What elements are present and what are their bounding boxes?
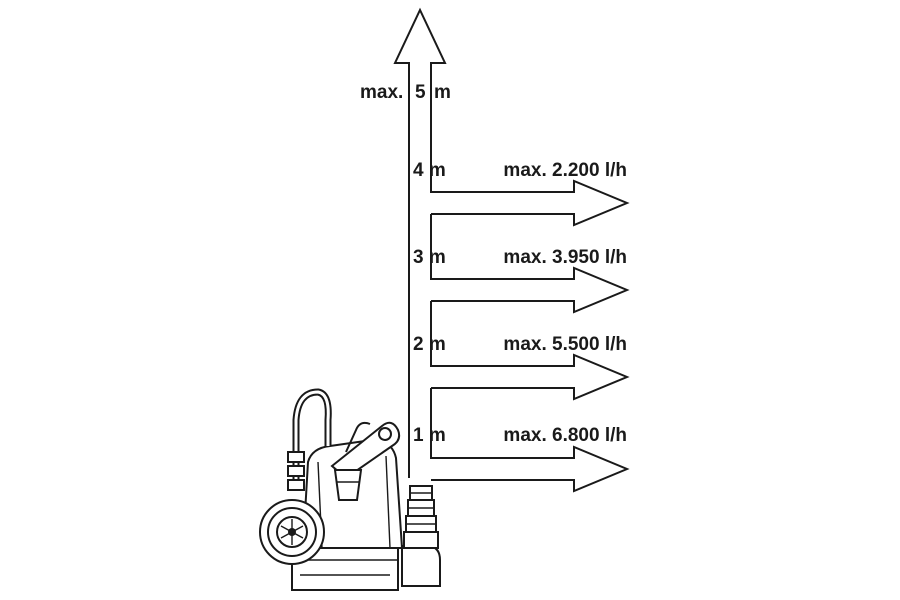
flow-label-2m: max. 5.500 l/h: [503, 334, 627, 355]
max-height-prefix: max.: [360, 82, 403, 103]
height-label-4m: 4 m: [413, 160, 446, 181]
flow-label-4m: max. 2.200 l/h: [503, 160, 627, 181]
flow-label-3m: max. 3.950 l/h: [503, 247, 627, 268]
impeller-icon: [280, 519, 304, 545]
height-label-1m: 1 m: [413, 425, 446, 446]
pump-illustration: [259, 388, 441, 591]
flow-arrow-4m: [430, 179, 630, 227]
flow-arrow-2m: [430, 301, 630, 401]
max-height-value: 5: [415, 82, 426, 103]
height-label-3m: 3 m: [413, 247, 446, 268]
flow-arrow-1m: [430, 388, 630, 493]
vertical-head-arrow: [393, 7, 447, 478]
flow-arrow-3m: [430, 214, 630, 314]
max-height-unit: m: [434, 82, 451, 103]
flow-label-1m: max. 6.800 l/h: [503, 425, 627, 446]
height-label-2m: 2 m: [413, 334, 446, 355]
